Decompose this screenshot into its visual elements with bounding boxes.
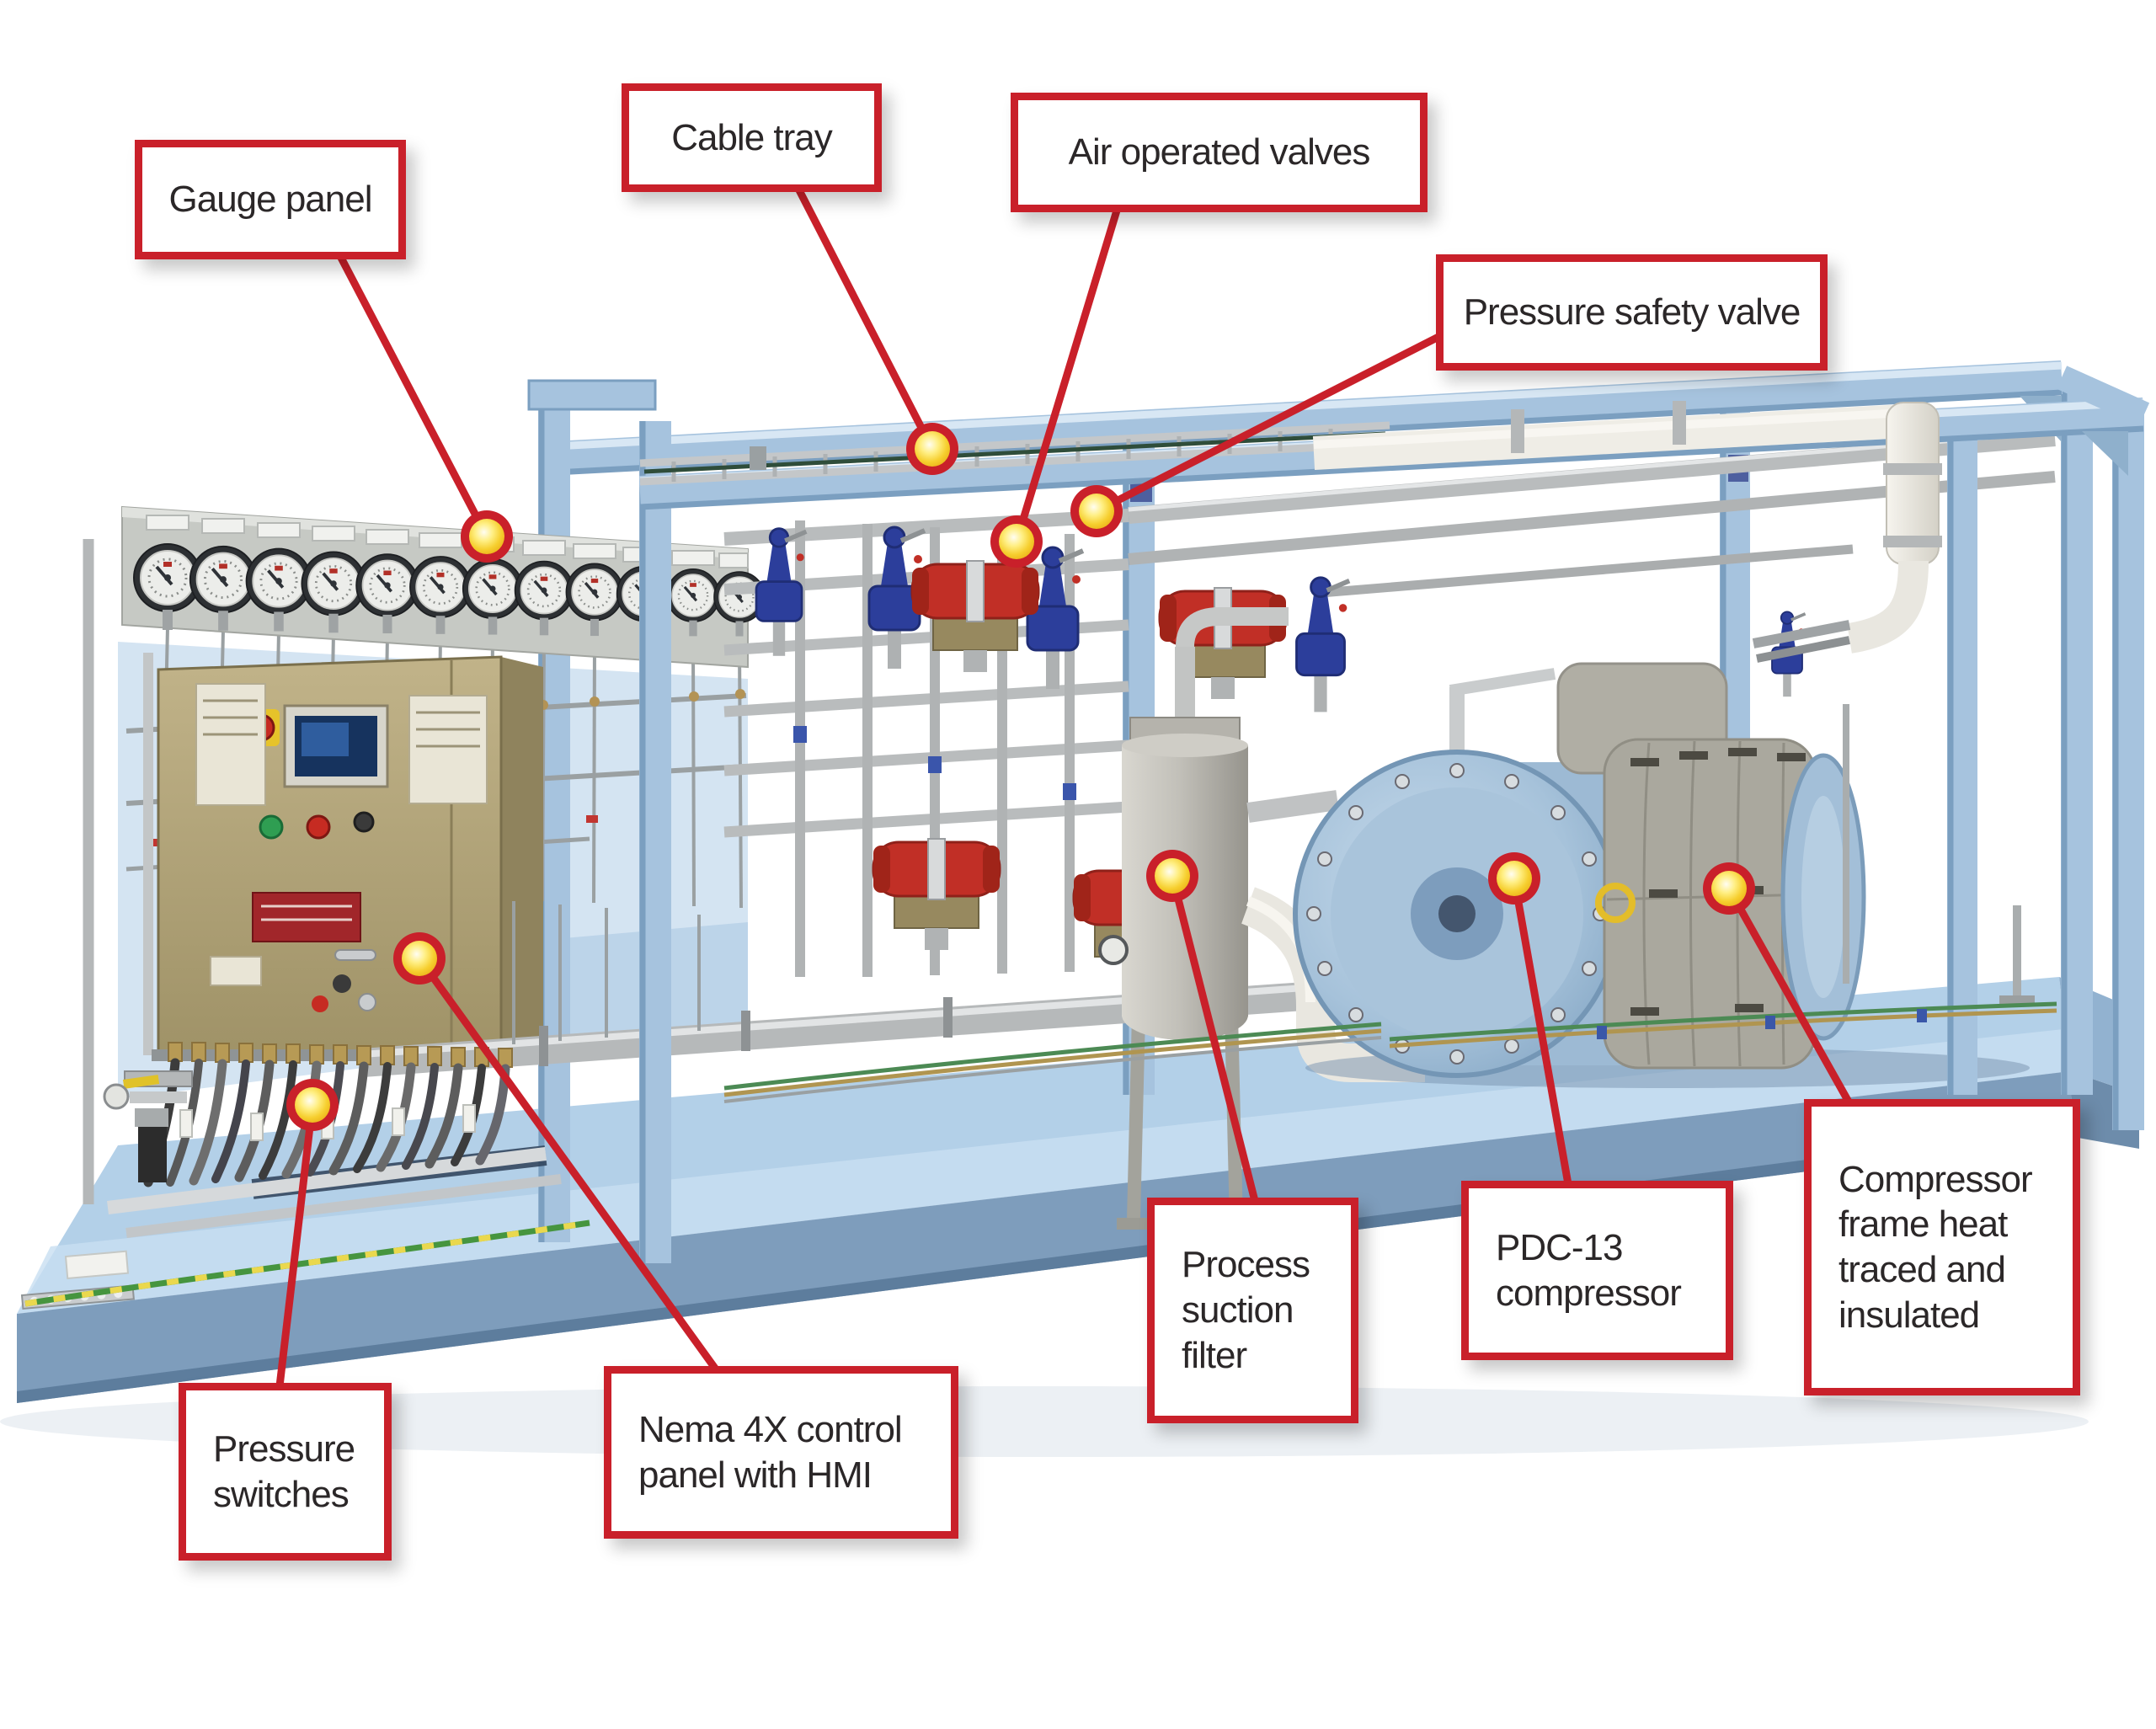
leader-pressure-safety-valve <box>1094 331 1444 515</box>
callout-nema-4x-control-panel-text: Nema 4X control panel with HMI <box>638 1408 903 1496</box>
callout-pressure-switches: Pressure switches <box>179 1383 392 1561</box>
callout-pressure-safety-valve-text: Pressure safety valve <box>1463 291 1801 334</box>
control-cabinet <box>143 653 547 1061</box>
leader-compressor-frame <box>1726 886 1853 1106</box>
gauge-panel-assembly <box>121 505 766 669</box>
leader-process-suction-filter <box>1168 874 1259 1203</box>
callout-pdc-13-compressor-text: PDC-13 compressor <box>1496 1226 1682 1314</box>
marker-pressure-switches <box>286 1079 339 1131</box>
inlet-regulator <box>103 1070 193 1182</box>
leader-pressure-switches <box>275 1104 317 1387</box>
marker-process-suction-filter <box>1146 850 1198 902</box>
callout-air-operated-valves: Air operated valves <box>1011 93 1428 212</box>
leader-nema-4x-control-panel <box>416 956 719 1372</box>
marker-cable-tray <box>906 423 958 475</box>
marker-pressure-safety-valve <box>1070 485 1123 537</box>
callout-pressure-safety-valve: Pressure safety valve <box>1436 254 1828 371</box>
floor-shadow <box>0 1386 2089 1457</box>
deck-tubing-bundles <box>723 1001 2057 1103</box>
callout-nema-4x-control-panel: Nema 4X control panel with HMI <box>604 1366 958 1539</box>
valve-rack <box>723 509 1807 980</box>
callout-air-operated-valves-text: Air operated valves <box>1068 131 1371 173</box>
marker-dots <box>286 423 1755 1131</box>
callout-compressor-frame-insulation-text: Compressor frame heat traced and insulat… <box>1838 1158 2033 1336</box>
callout-cable-tray: Cable tray <box>622 83 882 192</box>
callout-gauge-panel-text: Gauge panel <box>168 179 373 221</box>
leader-cable-tray <box>794 186 937 451</box>
white-insulated-piping <box>1312 401 1942 663</box>
callout-pressure-switches-text: Pressure switches <box>213 1427 355 1515</box>
callout-gauge-panel: Gauge panel <box>135 140 406 259</box>
marker-compressor-frame <box>1703 862 1755 915</box>
marker-air-operated-valves <box>990 515 1043 568</box>
leader-lines <box>275 186 1853 1387</box>
callout-process-suction-filter-text: Process suction filter <box>1182 1244 1310 1376</box>
marker-gauge-panel <box>461 510 513 563</box>
callout-compressor-frame-insulation: Compressor frame heat traced and insulat… <box>1804 1099 2080 1395</box>
marker-pdc-13-compressor <box>1488 852 1540 905</box>
marker-nema-4x-control-panel <box>393 932 446 985</box>
pressure-switch-hoses <box>20 1042 590 1310</box>
leader-gauge-panel <box>338 255 490 539</box>
callout-cable-tray-text: Cable tray <box>671 116 833 158</box>
callout-pdc-13-compressor: PDC-13 compressor <box>1461 1181 1733 1360</box>
callout-process-suction-filter: Process suction filter <box>1147 1198 1358 1423</box>
leader-air-operated-valves <box>1012 209 1121 543</box>
leader-pdc-13-compressor <box>1510 878 1572 1185</box>
